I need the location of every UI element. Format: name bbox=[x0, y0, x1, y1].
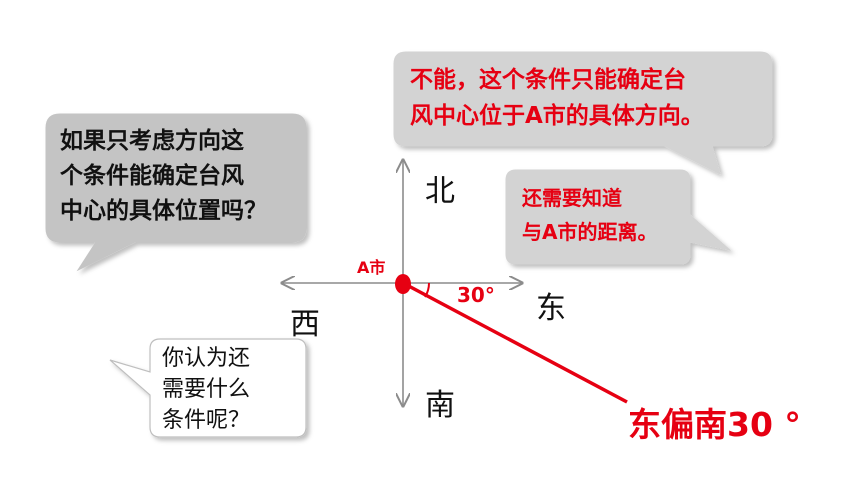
angle-label: 30° bbox=[457, 283, 495, 307]
city-label: A市 bbox=[357, 258, 386, 277]
answer-text: 不能，这个条件只能确定台 风中心位于A市的具体方向。 bbox=[410, 67, 704, 129]
distance-bubble-shape bbox=[505, 169, 732, 265]
north-label: 北 bbox=[425, 174, 455, 209]
direction-label: 东偏南30 ° bbox=[628, 405, 801, 444]
east-label: 东 bbox=[536, 291, 566, 326]
south-label: 南 bbox=[425, 388, 455, 423]
condition-text: 你认为还 需要什么 条件呢？ bbox=[162, 346, 251, 433]
question-bubble-shape bbox=[45, 113, 307, 272]
question-text: 如果只考虑方向这 个条件能确定台风 中心的具体位置吗？ bbox=[60, 128, 267, 224]
bearing-line bbox=[402, 281, 628, 404]
west-label: 西 bbox=[290, 307, 320, 342]
angle-arc bbox=[424, 282, 431, 298]
city-point bbox=[395, 274, 411, 294]
answer-bubble-shape bbox=[393, 51, 773, 175]
condition-bubble-shape bbox=[109, 338, 307, 438]
distance-text: 还需要知道 与A市的距离。 bbox=[522, 186, 658, 244]
